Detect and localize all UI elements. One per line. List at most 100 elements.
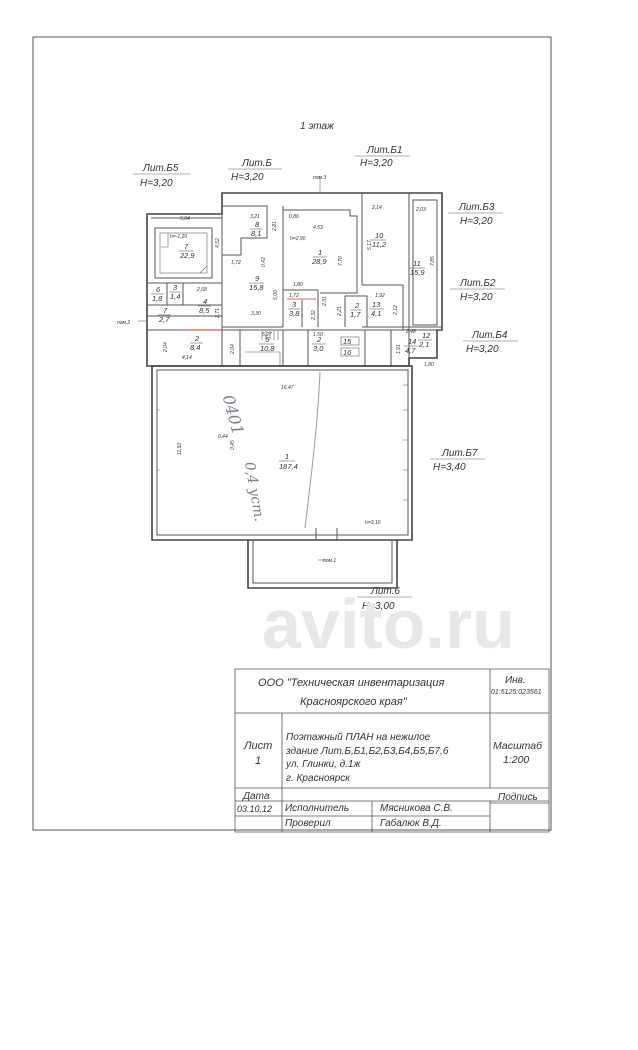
org-name-line2: Красноярского края"	[300, 696, 408, 708]
svg-text:4: 4	[203, 297, 207, 306]
dimension: 0,45	[230, 440, 236, 450]
plan-city-line: г. Красноярск	[286, 773, 351, 784]
room-label: 722,9	[179, 242, 195, 260]
svg-text:11,2: 11,2	[372, 240, 387, 249]
dimension-labels: 5,04 3,21 2,81 0,86 4,53 2,14 2,03 4,52 …	[163, 205, 436, 455]
lit-label-b5: Лит.Б5 H=3,20	[133, 163, 190, 189]
lit-label-b1: Лит.Б1 H=3,20	[355, 145, 410, 169]
room-label: 144,7	[404, 337, 418, 355]
room1-height: h=2,90	[290, 236, 306, 242]
dimension: 2,03	[415, 207, 426, 213]
dimension: 16,47	[281, 385, 294, 391]
lit-b1-height: H=3,20	[360, 158, 393, 169]
svg-text:7: 7	[163, 306, 168, 315]
room-label: 48,5	[198, 297, 211, 315]
svg-text:15: 15	[343, 337, 352, 346]
svg-text:7: 7	[184, 242, 189, 251]
svg-text:5: 5	[265, 335, 270, 344]
signature-label: Подпись	[498, 792, 538, 803]
sheet-frame	[32, 36, 552, 831]
dimension: 2,71	[215, 308, 221, 319]
dimension: 4,53	[313, 225, 323, 231]
room-label: 510,8	[259, 335, 275, 353]
lit-label-b3: Лит.Б3 H=3,20	[448, 202, 503, 227]
svg-text:6: 6	[156, 285, 161, 294]
dimension: 2,32	[311, 310, 317, 321]
room-label: 122,1	[418, 331, 432, 349]
lit-b2-height: H=3,20	[460, 292, 493, 303]
lit-label-b6: Лит.6 H=3,00	[357, 586, 412, 612]
svg-text:8,1: 8,1	[251, 229, 261, 238]
room-label: 33,8	[288, 300, 300, 318]
dimension: 1,80	[424, 362, 434, 368]
lit-b1-name: Лит.Б1	[366, 145, 402, 156]
room-label: 88,1	[250, 220, 263, 238]
lit-b-name: Лит.Б	[241, 158, 272, 169]
dimension: 1,50	[313, 332, 323, 338]
basement-height: h=-1,20	[170, 234, 187, 240]
lit-label-b4: Лит.Б4 H=3,20	[463, 330, 518, 355]
svg-text:16: 16	[343, 348, 352, 357]
dimension: 2,48	[405, 329, 416, 335]
svg-text:4,1: 4,1	[371, 309, 381, 318]
dimension: 1,80	[293, 282, 303, 288]
svg-text:13: 13	[372, 300, 381, 309]
checker-label: Проверил	[285, 818, 331, 829]
svg-text:22,9: 22,9	[179, 251, 195, 260]
dimension: 5,04	[180, 216, 190, 222]
room-label: 72,7	[158, 306, 171, 324]
svg-text:187,4: 187,4	[279, 462, 298, 471]
title-block: ООО "Техническая инвентаризация Краснояр…	[234, 668, 550, 833]
dimension: 11,50	[177, 443, 183, 455]
lit-b5-name: Лит.Б5	[142, 163, 179, 174]
svg-text:2,7: 2,7	[158, 315, 170, 324]
lit-b7-height: H=3,40	[433, 462, 466, 473]
svg-text:1,8: 1,8	[152, 294, 163, 303]
lit-label-b: Лит.Б H=3,20	[228, 158, 282, 183]
svg-text:4,7: 4,7	[405, 346, 416, 355]
lit-b7-name: Лит.Б7	[441, 448, 478, 459]
svg-text:15,9: 15,9	[410, 268, 425, 277]
room-label: 23,0	[312, 335, 326, 353]
dimension: 3,30	[251, 311, 261, 317]
svg-text:1,7: 1,7	[350, 310, 361, 319]
plan-address-line: ул. Глинки, д.1ж	[285, 759, 361, 770]
dimension: 2,14	[371, 205, 382, 211]
sheet-label: Лист	[243, 740, 272, 752]
svg-text:3: 3	[173, 283, 178, 292]
lit-b6-height: H=3,00	[362, 601, 395, 612]
org-name-line1: ООО "Техническая инвентаризация	[258, 677, 444, 689]
svg-text:10,8: 10,8	[260, 344, 275, 353]
dimension: 0,44	[218, 434, 228, 440]
dimension: 1,91	[396, 344, 402, 354]
sheet-number: 1	[255, 755, 261, 767]
lit-label-b2: Лит.Б2 H=3,20	[450, 278, 505, 303]
room-label: 61,8	[151, 285, 164, 303]
dimension: 1,92	[375, 293, 385, 299]
dimension: 2,04	[163, 342, 169, 353]
date-value: 03.10.12	[237, 804, 272, 814]
executor-name: Мясникова С.В.	[380, 803, 453, 814]
plan-title-line1: Поэтажный ПЛАН на нежилое	[286, 732, 431, 743]
room-label: 16	[343, 348, 352, 357]
dimension: 2,04	[230, 344, 236, 355]
lit-b5-height: H=3,20	[140, 178, 173, 189]
handwritten-note-1: 0401	[219, 393, 248, 437]
pom3-label: пом.3	[313, 175, 326, 181]
dimension: 5,27	[262, 332, 272, 338]
dimension: 7,85	[430, 256, 436, 266]
plan-title-line2: здание Лит.Б,Б1,Б2,Б3,Б4,Б5,Б7,6	[285, 746, 449, 757]
lit-b-height: H=3,20	[231, 172, 264, 183]
dimension: 7,70	[338, 256, 344, 266]
dimension: 4,52	[215, 238, 221, 248]
lit-b3-height: H=3,20	[460, 216, 493, 227]
dimension: 5,00	[273, 290, 279, 300]
date-label: Дата	[242, 791, 270, 802]
lit-b6-name: Лит.6	[370, 586, 400, 597]
svg-text:8: 8	[255, 220, 260, 229]
dimension: 2,31	[322, 296, 328, 307]
svg-text:28,9: 28,9	[311, 257, 327, 266]
